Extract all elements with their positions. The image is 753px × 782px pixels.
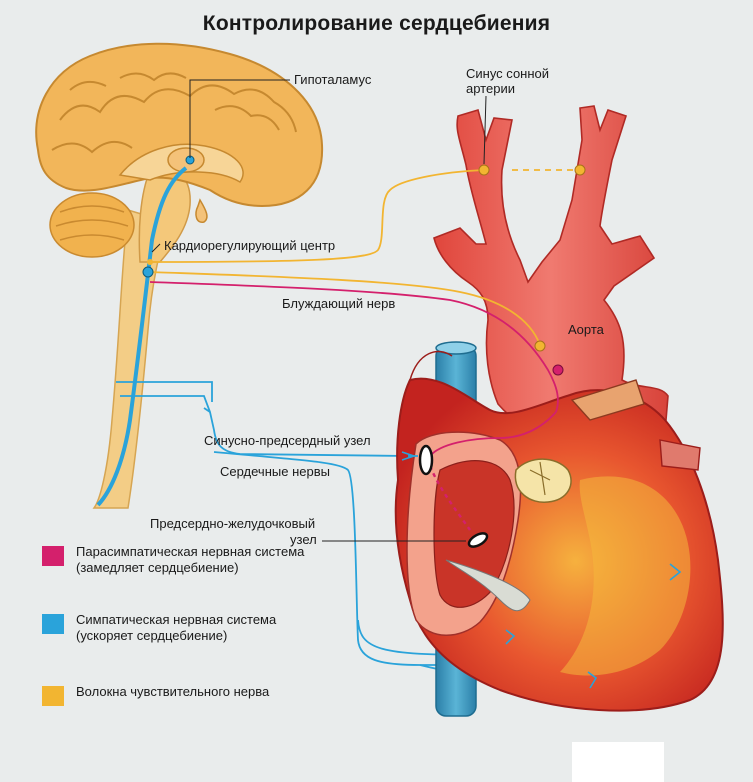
- label-carotid-sinus-line2: артерии: [466, 81, 515, 96]
- diagram-title: Контролирование сердцебиения: [202, 12, 551, 35]
- legend-item-sympathetic: Симпатическая нервная система (ускоряет …: [42, 612, 276, 644]
- legend-item-sensory: Волокна чувствительного нерва: [42, 684, 269, 706]
- label-hypothalamus: Гипоталамус: [294, 72, 372, 87]
- label-sa-node: Синусно-предсердный узел: [204, 433, 371, 448]
- sa-node-marker: [401, 444, 434, 476]
- heart: [394, 350, 724, 712]
- cerebellum: [49, 192, 135, 258]
- legend-swatch-sensory: [42, 686, 64, 706]
- label-av-node-line1: Предсердно-желудочковый: [150, 516, 316, 531]
- label-vagus-nerve: Блуждающий нерв: [282, 296, 396, 311]
- label-aorta: Аорта: [568, 322, 604, 337]
- blank-patch: [572, 742, 664, 782]
- legend-item-parasympathetic: Парасимпатическая нервная система (замед…: [42, 544, 304, 576]
- label-cardio-center: Кардиорегулирующий центр: [164, 238, 336, 253]
- spinal-cord: [92, 209, 169, 509]
- legend-label: Волокна чувствительного нерва: [76, 684, 270, 699]
- aorta-node: [534, 340, 564, 376]
- sensory-pathway: [149, 169, 580, 346]
- legend-label: Симпатическая нервная система: [76, 612, 277, 627]
- label-av-node-line2: узел: [290, 532, 317, 547]
- legend-label: Парасимпатическая нервная система: [76, 544, 305, 559]
- sympathetic-arrows: [505, 563, 682, 689]
- parasympathetic-pathway: [149, 281, 559, 531]
- hypothalamus-node: [185, 79, 290, 165]
- av-node-marker: [322, 532, 489, 548]
- carotid-sinus-node: [478, 95, 586, 176]
- label-carotid-sinus-line1: Синус сонной: [466, 66, 550, 81]
- legend-sublabel: (ускоряет сердцебиение): [76, 628, 228, 643]
- legend-sublabel: (замедляет сердцебиение): [76, 560, 239, 575]
- legend-swatch-sympathetic: [42, 614, 64, 634]
- legend-swatch-parasympathetic: [42, 546, 64, 566]
- label-cardiac-nerves: Сердечные нервы: [220, 464, 330, 479]
- cardio-center-node: [142, 243, 161, 278]
